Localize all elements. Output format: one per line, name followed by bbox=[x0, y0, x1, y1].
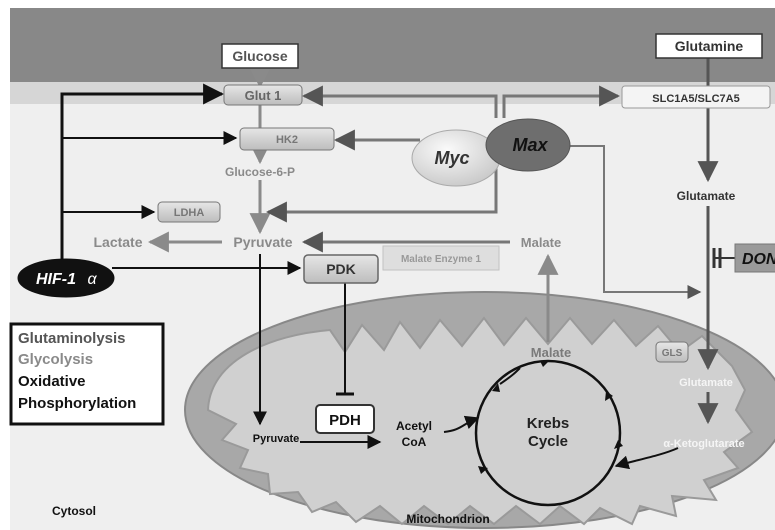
glutamine-label: Glutamine bbox=[675, 38, 744, 54]
slc-transporter: SLC1A5/SLC7A5 bbox=[621, 85, 771, 109]
arrow-myc-glut1 bbox=[301, 85, 498, 118]
hk2-label: HK2 bbox=[276, 134, 298, 146]
arrow-max-slc bbox=[502, 85, 621, 118]
krebs-label: Krebs bbox=[527, 415, 570, 432]
hif1a-node: HIF-1 α bbox=[17, 258, 115, 298]
cycle-label: Cycle bbox=[528, 433, 568, 450]
malate-enzyme-node: Malate Enzyme 1 bbox=[382, 245, 500, 271]
cell-membrane bbox=[10, 8, 775, 82]
ldha-node: LDHA bbox=[157, 201, 221, 223]
gls-label: GLS bbox=[662, 348, 683, 359]
acetyl-label: Acetyl bbox=[396, 419, 432, 433]
hif1a-alpha: α bbox=[87, 271, 97, 288]
line-krebs-malate bbox=[499, 367, 521, 385]
myc-label: Myc bbox=[434, 148, 469, 168]
arrow-acetyl-krebs bbox=[443, 415, 480, 433]
malate-cytosol-label: Malate bbox=[521, 235, 561, 250]
pyruvate-mito-label: Pyruvate bbox=[253, 433, 299, 445]
glutamate-top-label: Glutamate bbox=[677, 189, 736, 203]
cytosol-label: Cytosol bbox=[52, 504, 96, 518]
glucose6p-label: Glucose-6-P bbox=[225, 165, 295, 179]
arrow-aketo-krebs bbox=[614, 447, 679, 470]
pyruvate-cytosol-label: Pyruvate bbox=[233, 234, 292, 250]
malate-enzyme-label: Malate Enzyme 1 bbox=[401, 254, 481, 265]
legend-phosphorylation: Phosphorylation bbox=[18, 395, 136, 412]
don-label: DON bbox=[742, 251, 775, 268]
glutamine-node: Glutamine bbox=[655, 33, 763, 59]
glut1-label: Glut 1 bbox=[245, 88, 282, 103]
arrow-myc-ldha bbox=[265, 164, 498, 223]
glutamate-mito-label: Glutamate bbox=[679, 377, 733, 389]
legend-glycolysis: Glycolysis bbox=[18, 351, 93, 368]
krebs-arrowhead-1 bbox=[492, 383, 500, 392]
gls-node: GLS bbox=[655, 341, 689, 363]
max-oval bbox=[485, 118, 571, 172]
don-node: DON bbox=[734, 243, 775, 273]
krebs-arrowhead-4 bbox=[614, 440, 623, 449]
krebs-arrowhead-5 bbox=[478, 466, 488, 474]
glucose-label: Glucose bbox=[232, 48, 287, 64]
pdk-label: PDK bbox=[326, 261, 356, 277]
ldha-label: LDHA bbox=[174, 207, 205, 219]
pdh-node: PDH bbox=[315, 404, 375, 434]
hif1a-oval bbox=[17, 258, 115, 298]
krebs-arrowhead-3 bbox=[605, 391, 613, 401]
myc-max-complex: Myc Max bbox=[411, 118, 571, 187]
pdh-label: PDH bbox=[329, 412, 361, 429]
glut1-transporter: Glut 1 bbox=[223, 84, 303, 106]
pdk-node: PDK bbox=[303, 254, 379, 284]
legend-box: Glutaminolysis Glycolysis Oxidative Phos… bbox=[9, 322, 165, 426]
glucose-node: Glucose bbox=[221, 43, 299, 69]
coa-label: CoA bbox=[402, 435, 427, 449]
hif1a-label: HIF-1 bbox=[36, 271, 76, 288]
malate-mito-label: Malate bbox=[531, 345, 571, 360]
arrow-max-gls bbox=[568, 145, 702, 299]
membrane-inner-band bbox=[10, 82, 775, 104]
mitochondrion-label: Mitochondrion bbox=[406, 512, 489, 526]
hk2-node: HK2 bbox=[239, 127, 335, 151]
legend-glutaminolysis: Glutaminolysis bbox=[18, 330, 126, 347]
slc-label: SLC1A5/SLC7A5 bbox=[652, 93, 739, 105]
max-label: Max bbox=[512, 135, 548, 155]
krebs-cycle: Krebs Cycle bbox=[474, 359, 679, 507]
lactate-label: Lactate bbox=[93, 234, 142, 250]
aketoglutarate-label: α-Ketoglutarate bbox=[663, 438, 744, 450]
krebs-arrowhead-2 bbox=[540, 361, 549, 367]
legend-oxidative: Oxidative bbox=[18, 373, 86, 390]
arrow-hif-glut1 bbox=[60, 83, 225, 262]
